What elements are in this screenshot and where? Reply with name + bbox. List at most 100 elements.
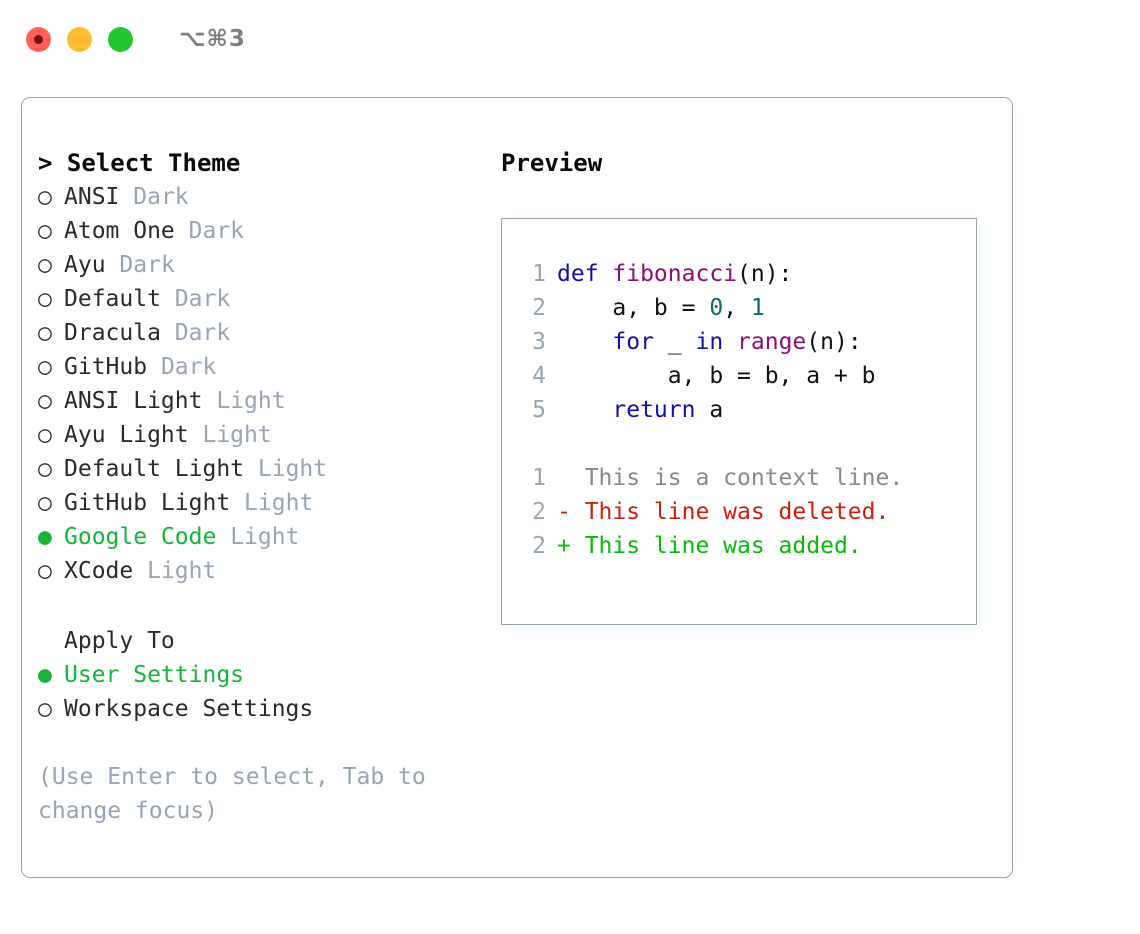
theme-option-ansi-light[interactable]: ○ ANSI Light Light [38,384,468,418]
theme-option-ansi[interactable]: ○ANSI Dark [38,180,468,214]
diff-line-text: + This line was added. [557,533,862,559]
code-token-kw: in [695,329,724,355]
code-token-num: 0 [709,295,724,321]
theme-option-category: Dark [174,286,231,312]
radio-unselected-icon: ○ [38,490,52,516]
theme-option-default-light[interactable]: ○ Default Light Light [38,452,468,486]
code-token-txt: , [723,295,751,321]
code-line: 2 a, b = 0, 1 [520,291,976,325]
theme-option-category: Light [147,558,217,584]
radio-selected-icon: ● [38,524,52,550]
theme-option-category: Light [216,388,286,414]
diff-line-text: This is a context line. [557,465,904,491]
code-token-txt: (n): [806,329,862,355]
theme-option-category: Dark [188,218,245,244]
theme-option-label: Atom One [64,218,175,244]
radio-unselected-icon: ○ [38,388,52,414]
line-number: 4 [532,363,546,389]
radio-unselected-icon: ○ [38,184,52,210]
radio-selected-icon: ● [38,662,52,688]
radio-unselected-icon: ○ [38,422,52,448]
close-window-button[interactable] [26,26,51,52]
code-token-txt: (n): [737,261,793,287]
code-token-kw: def [557,261,613,287]
theme-option-google-code[interactable]: ●Google Code Light [38,520,468,554]
code-token-txt: _ [653,329,696,355]
code-token-txt [557,397,612,423]
theme-option-category: Light [202,422,272,448]
line-number: 1 [532,465,546,491]
radio-unselected-icon: ○ [38,558,52,584]
theme-option-atom-one[interactable]: ○Atom One Dark [38,214,468,248]
line-number: 2 [532,533,546,559]
code-line: 3 for _ in range(n): [520,325,976,359]
radio-unselected-icon: ○ [38,320,52,346]
code-token-txt [557,329,612,355]
keyboard-hint-text: (Use Enter to select, Tab to change focu… [38,764,440,824]
section-spacer [38,588,468,624]
theme-option-xcode[interactable]: ○ XCode Light [38,554,468,588]
code-token-kw: return [612,397,696,423]
theme-option-label: ANSI Light [64,388,203,414]
code-token-txt: a, b = [557,295,710,321]
theme-option-label: Dracula [64,320,161,346]
apply-to-option-user-settings[interactable]: ● User Settings [38,658,468,692]
diff-line-text: - This line was deleted. [557,499,890,525]
apply-to-heading: Apply To [64,628,175,654]
theme-option-label: XCode [64,558,134,584]
radio-unselected-icon: ○ [38,354,52,380]
theme-option-ayu-light[interactable]: ○ Ayu Light Light [38,418,468,452]
code-token-num: 1 [750,295,765,321]
code-token-txt: a, b = b, a + b [557,363,876,389]
theme-option-ayu[interactable]: ○Ayu Dark [38,248,468,282]
theme-option-label: GitHub Light [64,490,231,516]
apply-to-option-workspace-settings[interactable]: ○Workspace Settings [38,692,468,726]
theme-option-category: Dark [119,252,175,278]
theme-option-github-light[interactable]: ○ GitHub Light Light [38,486,468,520]
theme-option-label: Ayu Light [64,422,189,448]
theme-option-label: Default Light [64,456,245,482]
radio-unselected-icon: ○ [38,286,52,312]
diff-sample: 1 This is a context line.2- This line wa… [520,461,976,563]
code-token-txt: a [695,397,724,423]
zoom-window-button[interactable] [108,26,133,52]
traffic-light-buttons [26,26,133,52]
theme-option-label: Default [64,286,161,312]
radio-unselected-icon: ○ [38,456,52,482]
code-line: 5 return a [520,393,976,427]
code-token-txt [723,329,737,355]
theme-option-github[interactable]: ○ GitHub Dark [38,350,468,384]
theme-picker-column: > Select Theme ○ANSI Dark○Atom One Dark○… [38,146,468,828]
apply-to-option-label: Workspace Settings [64,696,314,722]
theme-option-label: GitHub [64,354,148,380]
theme-option-category: Dark [160,354,217,380]
theme-option-category: Dark [174,320,231,346]
titlebar: ⌥⌘3 [0,0,1140,78]
diff-line-del: 2- This line was deleted. [520,495,976,529]
code-token-fn: range [737,329,807,355]
minimize-window-button[interactable] [67,26,92,52]
theme-option-default[interactable]: ○ Default Dark [38,282,468,316]
theme-option-label: ANSI [64,184,120,210]
line-number: 2 [532,295,546,321]
theme-option-label: Ayu [64,252,106,278]
keyboard-shortcut-label: ⌥⌘3 [179,26,246,52]
code-diff-spacer [520,427,976,461]
line-number: 5 [532,397,546,423]
diff-line-add: 2 + This line was added. [520,529,976,563]
apply-to-option-list: ● User Settings ○Workspace Settings [38,658,468,726]
theme-option-dracula[interactable]: ○ Dracula Dark [38,316,468,350]
preview-heading: Preview [501,149,603,177]
code-token-kw: for [612,329,654,355]
apply-to-option-label: User Settings [64,662,245,688]
select-theme-heading: > Select Theme [38,149,241,177]
theme-option-label: Google Code [64,524,217,550]
code-line: 4 a, b = b, a + b [520,359,976,393]
theme-option-category: Light [257,456,328,482]
diff-line-ctx: 1 This is a context line. [520,461,976,495]
theme-option-category: Light [244,490,314,516]
